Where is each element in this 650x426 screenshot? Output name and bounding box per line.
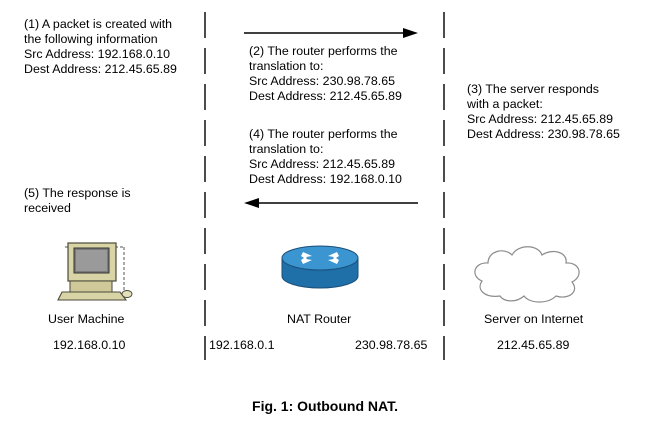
arrow-outbound bbox=[244, 28, 418, 38]
cloud-icon bbox=[474, 246, 580, 303]
step-5-text: (5) The response is received bbox=[24, 186, 131, 215]
arrow-inbound bbox=[244, 198, 418, 208]
user-ip: 192.168.0.10 bbox=[53, 338, 126, 352]
server-label: Server on Internet bbox=[484, 312, 584, 326]
step-3-text: (3) The server responds with a packet: S… bbox=[467, 82, 620, 141]
computer-icon bbox=[57, 242, 133, 301]
router-icon bbox=[281, 245, 359, 289]
router-inside-ip: 192.168.0.1 bbox=[209, 338, 275, 352]
user-machine-label: User Machine bbox=[48, 312, 125, 326]
step-1-text: (1) A packet is created with the followi… bbox=[24, 17, 177, 76]
step-4-text: (4) The router performs the translation … bbox=[249, 127, 402, 186]
server-ip: 212.45.65.89 bbox=[497, 338, 570, 352]
figure-caption: Fig. 1: Outbound NAT. bbox=[252, 398, 398, 414]
step-2-text: (2) The router performs the translation … bbox=[249, 44, 402, 103]
nat-router-label: NAT Router bbox=[287, 312, 352, 326]
router-outside-ip: 230.98.78.65 bbox=[355, 338, 428, 352]
